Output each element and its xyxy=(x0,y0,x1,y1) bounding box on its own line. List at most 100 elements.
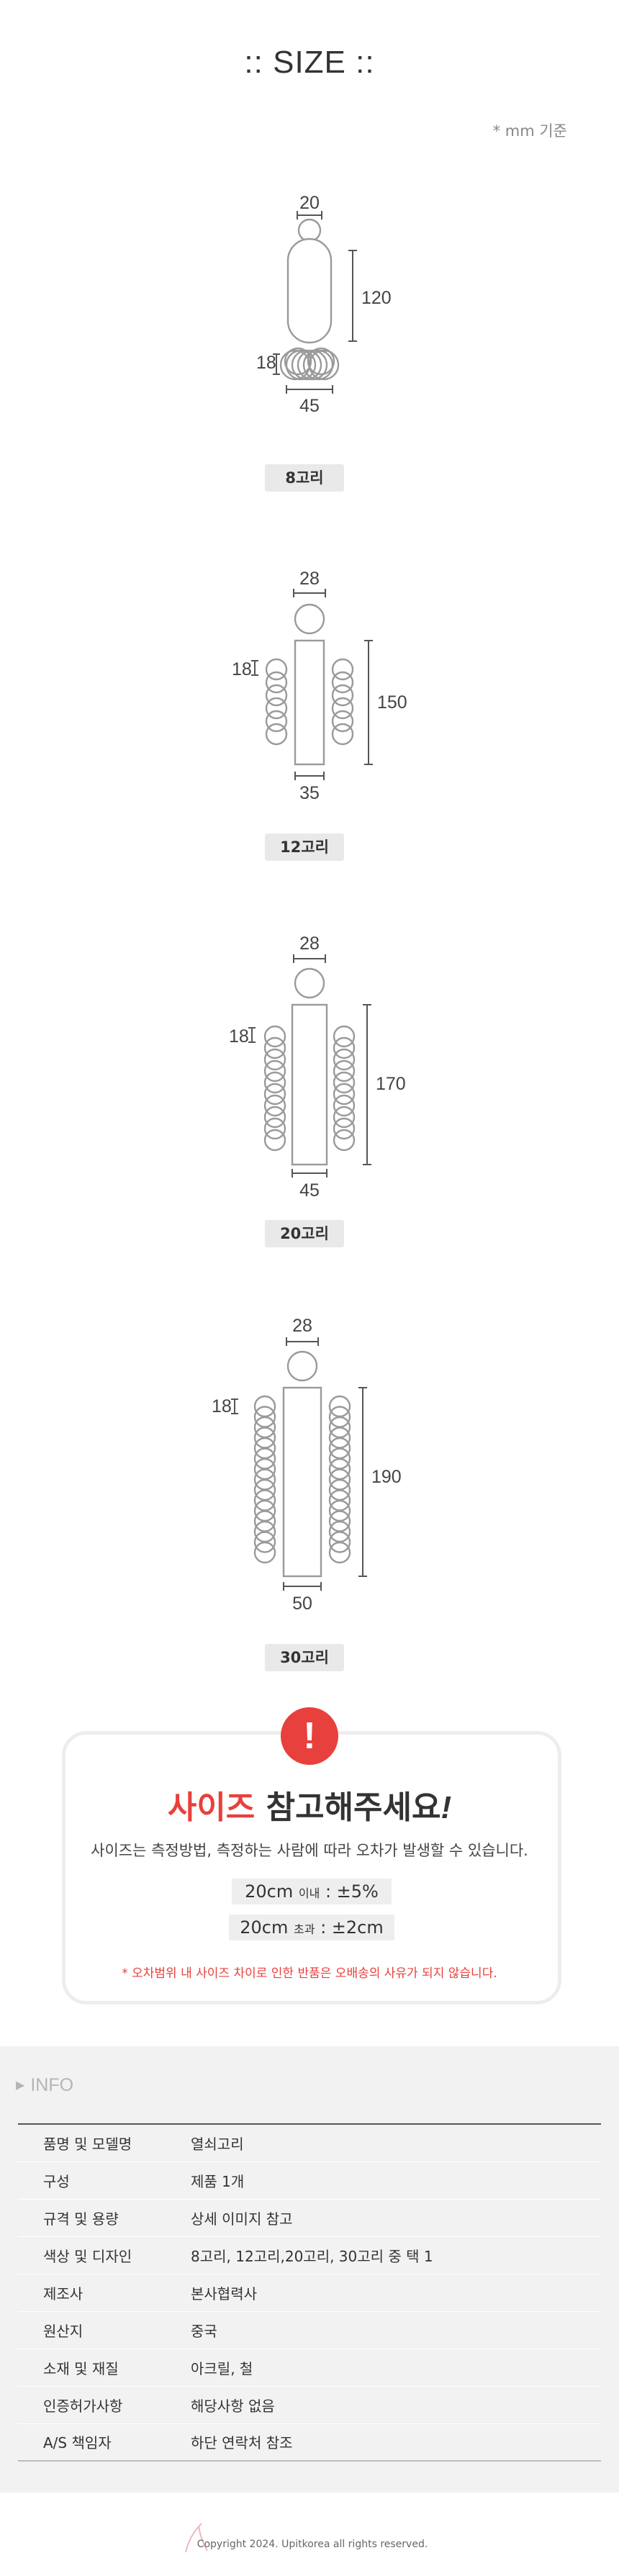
info-value: 하단 연락처 참조 xyxy=(191,2423,601,2462)
top-ring xyxy=(297,218,322,243)
exclamation-icon: ! xyxy=(281,1707,338,1765)
notice-subtitle: 사이즈는 측정방법, 측정하는 사람에 따라 오차가 발생할 수 있습니다. xyxy=(91,1842,528,1859)
info-key: 원산지 xyxy=(18,2311,191,2349)
info-value: 열쇠고리 xyxy=(191,2123,601,2162)
product-tag-8: 8고리 xyxy=(265,464,344,492)
body-length-label: 150 xyxy=(377,692,407,713)
info-key: 인증허가사항 xyxy=(18,2386,191,2424)
info-heading: ▶INFO xyxy=(16,2075,74,2095)
ring-size-label: 18 xyxy=(256,353,276,373)
keyring-body xyxy=(294,639,325,766)
info-value: 해당사항 없음 xyxy=(191,2386,601,2424)
notice-warning: * 오차범위 내 사이즈 차이로 인한 반품은 오배송의 사유가 되지 않습니다… xyxy=(122,1966,497,1981)
keyring-20-drawing: 28 170 18 45 xyxy=(229,934,406,1201)
info-key: 구성 xyxy=(18,2161,191,2200)
hook-ring xyxy=(333,1071,356,1094)
top-ring xyxy=(286,1350,318,1382)
ring-size-label: 18 xyxy=(232,659,252,679)
hook-ring xyxy=(333,1025,356,1048)
keyring-body xyxy=(286,238,333,344)
size-diagram-30: 28 190 18 50 xyxy=(0,1310,619,1614)
body-width-label: 45 xyxy=(299,1180,320,1201)
brand-logo-icon xyxy=(185,2523,208,2553)
keyring-12-drawing: 28 150 18 xyxy=(232,569,407,803)
footer xyxy=(0,2493,619,2576)
notice-heading-rest: 참고해주세요 xyxy=(255,1789,441,1826)
notice-heading-mark: ! xyxy=(440,1790,452,1825)
hook-rings-left xyxy=(253,1395,276,1564)
ring-size-label: 18 xyxy=(212,1396,232,1416)
keyring-body xyxy=(282,1386,322,1578)
notice-heading: 사이즈 참고해주세요! xyxy=(0,1781,619,1827)
info-value: 본사협력사 xyxy=(191,2274,601,2312)
hook-ring xyxy=(253,1531,276,1553)
size-notice-box xyxy=(62,1731,561,2005)
hook-ring xyxy=(333,1083,356,1106)
hook-ring xyxy=(263,1106,286,1129)
hook-ring xyxy=(263,1071,286,1094)
hook-rings-right xyxy=(333,1025,356,1152)
info-key: 품명 및 모델명 xyxy=(18,2123,191,2162)
hook-ring xyxy=(263,1048,286,1071)
hook-ring xyxy=(263,1083,286,1106)
size-diagram-20: 28 170 18 45 xyxy=(0,927,619,1201)
tolerance-pill-over: 20cm 초과 : ±2cm xyxy=(229,1915,394,1940)
tolerance-pill-within: 20cm 이내 : ±5% xyxy=(232,1879,392,1904)
hook-ring xyxy=(333,1129,356,1152)
hook-ring xyxy=(333,1048,356,1071)
unit-note: * mm 기준 xyxy=(492,122,567,140)
hook-ring xyxy=(333,1036,356,1059)
product-tag-20: 20고리 xyxy=(265,1220,344,1247)
hook-ring xyxy=(328,1531,351,1553)
info-key: A/S 책임자 xyxy=(18,2423,191,2462)
triangle-right-icon: ▶ xyxy=(16,2079,25,2092)
hook-ring xyxy=(263,1129,286,1152)
info-value: 상세 이미지 참고 xyxy=(191,2199,601,2237)
hook-ring xyxy=(253,1541,276,1564)
hook-ring xyxy=(333,1106,356,1129)
body-length-label: 170 xyxy=(376,1074,406,1094)
top-ring xyxy=(294,603,325,635)
notice-heading-accent: 사이즈 xyxy=(167,1789,256,1826)
keyring-body xyxy=(291,1003,328,1166)
body-length-label: 120 xyxy=(361,288,392,308)
hook-rings-right xyxy=(328,1395,351,1564)
keyring-8-drawing: 20 120 18 xyxy=(256,193,392,416)
hook-rings-left xyxy=(265,658,288,746)
product-tag-12: 12고리 xyxy=(265,833,344,861)
info-value: 제품 1개 xyxy=(191,2161,601,2200)
info-value: 8고리, 12고리,20고리, 30고리 중 택 1 xyxy=(191,2236,601,2274)
ring-diameter-label: 28 xyxy=(292,1316,312,1336)
body-width-label: 35 xyxy=(299,783,320,803)
info-key: 소재 및 재질 xyxy=(18,2349,191,2387)
hook-ring xyxy=(263,1036,286,1059)
hook-ring xyxy=(333,1117,356,1140)
body-length-label: 190 xyxy=(371,1467,402,1487)
info-value: 중국 xyxy=(191,2311,601,2349)
hook-ring xyxy=(333,1059,356,1083)
hook-rings-right xyxy=(331,658,354,746)
body-width-label: 50 xyxy=(292,1594,312,1614)
ring-diameter-label: 28 xyxy=(299,569,320,589)
ring-diameter-label: 20 xyxy=(299,193,320,213)
top-ring xyxy=(294,967,325,999)
keyring-30-drawing: 28 190 18 50 xyxy=(212,1316,402,1614)
copyright-text: Copyright 2024. Upitkorea all rights res… xyxy=(196,2539,428,2550)
hook-ring xyxy=(263,1025,286,1048)
page-title: :: SIZE :: xyxy=(244,45,375,80)
product-tag-30: 30고리 xyxy=(265,1644,344,1671)
hook-ring xyxy=(263,1094,286,1117)
hook-rings xyxy=(279,347,340,381)
body-width-label: 45 xyxy=(299,396,320,416)
hook-rings-left xyxy=(263,1025,286,1152)
info-value: 아크릴, 철 xyxy=(191,2349,601,2387)
info-key: 제조사 xyxy=(18,2274,191,2312)
size-diagram-8: 20 120 18 xyxy=(0,189,619,433)
